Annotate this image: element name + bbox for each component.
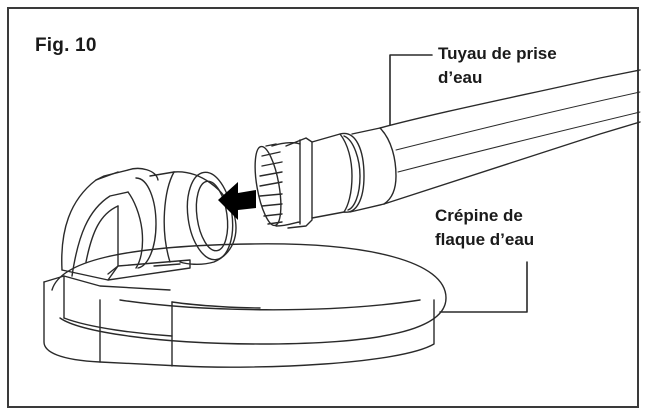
- figure-title: Fig. 10: [35, 35, 97, 56]
- hose-leader-line: [389, 54, 433, 126]
- hose-label-line1: Tuyau de prise: [438, 44, 557, 63]
- hose-label-line2: d’eau: [438, 68, 483, 87]
- strainer-label-line2: flaque d’eau: [435, 230, 535, 249]
- figure-frame: [7, 7, 639, 408]
- intake-hose: [254, 69, 641, 229]
- strainer-base: [43, 243, 447, 368]
- strainer-label-line1: Crépine de: [435, 206, 523, 225]
- strainer-label: Crépine de flaque d’eau: [435, 204, 534, 252]
- strainer-leader-line: [439, 261, 528, 313]
- arrow-left-icon: [218, 182, 256, 220]
- strainer-elbow: [61, 167, 237, 281]
- hose-label: Tuyau de prise d’eau: [438, 42, 557, 90]
